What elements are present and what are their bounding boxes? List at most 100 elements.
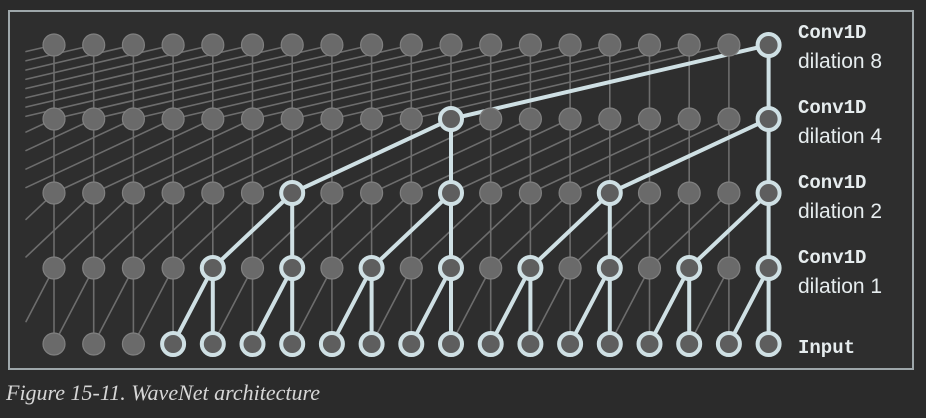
active-node — [358, 255, 385, 281]
node — [201, 33, 225, 57]
node — [42, 107, 66, 131]
dim-connection — [688, 267, 730, 345]
active-node — [636, 331, 663, 357]
active-node — [676, 255, 703, 281]
dim-connection — [132, 44, 452, 120]
node — [240, 33, 265, 57]
dim-connection — [212, 118, 373, 194]
node — [82, 256, 106, 280]
active-connection — [210, 191, 295, 270]
active-connection — [250, 266, 295, 346]
dim-connection — [608, 267, 651, 345]
dim-connection — [608, 192, 691, 269]
active-node — [438, 331, 464, 357]
dim-connection — [291, 267, 333, 345]
layer-label-dilation-4: Conv1D dilation 4 — [798, 97, 882, 148]
node — [320, 181, 344, 205]
dim-connection — [25, 118, 174, 189]
active-node — [438, 106, 464, 132]
active-connection — [290, 117, 453, 195]
node — [677, 107, 701, 131]
dim-connection — [172, 44, 492, 120]
active-connection — [568, 266, 612, 346]
dim-connection — [25, 44, 135, 71]
active-node — [477, 331, 504, 357]
active-node — [279, 180, 306, 206]
active-node — [676, 331, 703, 357]
active-node — [755, 180, 782, 206]
dim-connection — [25, 118, 135, 170]
node — [240, 181, 265, 205]
active-node — [279, 331, 306, 357]
node — [82, 332, 106, 356]
dim-connection — [370, 44, 691, 120]
node — [518, 107, 543, 131]
dim-connection — [331, 118, 492, 194]
dim-connection — [132, 192, 214, 269]
node — [637, 33, 662, 57]
active-node — [318, 331, 345, 357]
dim-connection — [92, 44, 413, 120]
dim-connection — [132, 267, 174, 345]
dim-connection — [53, 118, 214, 194]
node — [360, 33, 384, 57]
dim-connection — [53, 267, 95, 345]
dim-connection — [25, 118, 95, 152]
node — [399, 256, 423, 280]
active-connection — [369, 191, 453, 270]
node — [42, 332, 66, 356]
dim-connection — [172, 192, 254, 269]
layer-subtitle: dilation 4 — [798, 125, 882, 148]
active-node — [517, 331, 544, 357]
node — [717, 33, 741, 57]
figure-caption: Figure 15-11. WaveNet architecture — [6, 380, 321, 405]
node — [320, 107, 344, 131]
layer-label-dilation-8: Conv1D dilation 8 — [798, 22, 882, 73]
node — [558, 181, 582, 205]
active-node — [755, 331, 782, 357]
active-node — [596, 255, 623, 281]
node — [637, 107, 662, 131]
dim-connection — [25, 44, 333, 118]
layer-subtitle: dilation 1 — [798, 275, 882, 298]
dim-connection — [410, 118, 571, 194]
layer-title: Conv1D — [798, 22, 866, 44]
node — [121, 256, 145, 280]
active-node — [358, 331, 385, 357]
dim-connection — [25, 44, 174, 81]
node — [161, 33, 185, 57]
active-node — [596, 331, 623, 357]
dim-connection — [648, 192, 730, 269]
node — [399, 181, 423, 205]
dim-connection — [569, 118, 730, 194]
node — [677, 33, 701, 57]
active-node — [755, 32, 782, 58]
active-node — [199, 255, 226, 281]
dim-connection — [450, 267, 492, 345]
active-node — [279, 255, 306, 281]
dim-connection — [251, 44, 571, 120]
node — [320, 256, 344, 280]
active-node — [755, 106, 782, 132]
layer-title: Conv1D — [798, 172, 866, 194]
node — [82, 107, 106, 131]
layer-subtitle: dilation 8 — [798, 50, 882, 73]
dim-connection — [132, 118, 294, 194]
node — [479, 256, 503, 280]
node — [201, 181, 225, 205]
node — [240, 107, 265, 131]
dim-connection — [251, 118, 413, 194]
active-connection — [171, 266, 215, 346]
node — [677, 181, 701, 205]
dim-connection — [92, 267, 135, 345]
layer-label-dilation-2: Conv1D dilation 2 — [798, 172, 882, 223]
active-node — [557, 331, 584, 357]
node — [598, 33, 622, 57]
node — [121, 107, 145, 131]
active-connection — [409, 266, 453, 346]
active-connection — [726, 266, 771, 346]
dim-connection — [529, 267, 571, 345]
node — [42, 256, 66, 280]
node — [280, 107, 304, 131]
node — [42, 181, 66, 205]
